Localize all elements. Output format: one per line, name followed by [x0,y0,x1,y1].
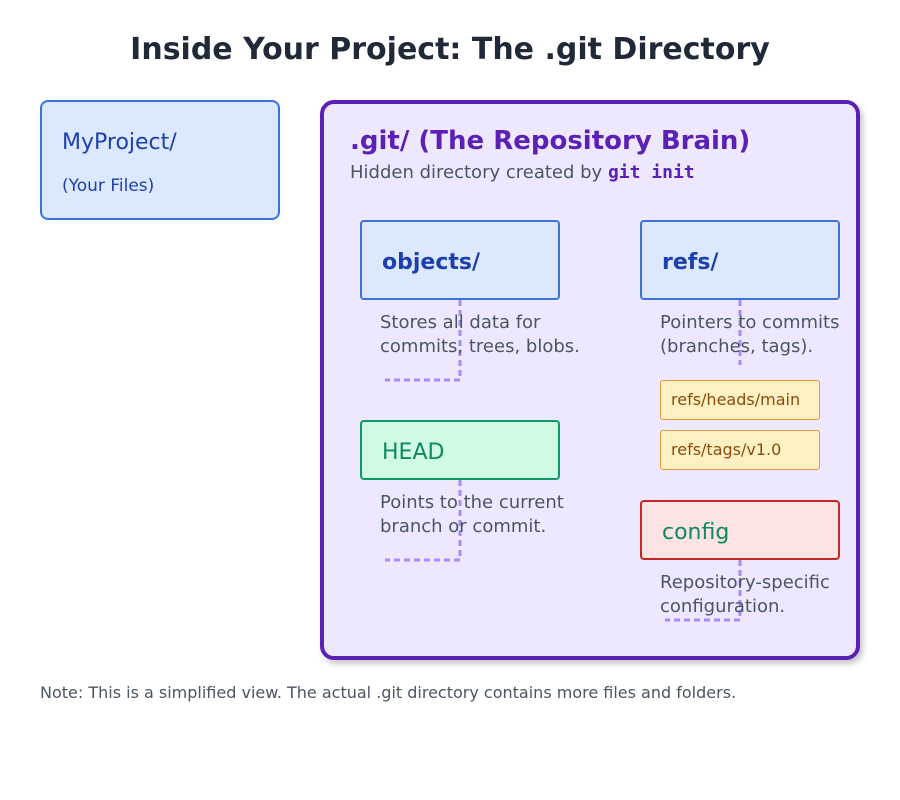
refs-folder-label: refs/ [662,250,719,275]
refs-folder-card: refs/ [640,220,840,300]
config-file-label: config [662,520,730,545]
refs-description-line2: (branches, tags). [660,336,814,357]
objects-folder-label: objects/ [382,250,481,275]
git-subtitle-text: Hidden directory created by [350,162,608,183]
head-description-line1: Points to the current [380,492,564,513]
objects-description-line1: Stores all data for [380,312,541,333]
head-description: Points to the current branch or commit. [380,491,600,539]
refs-description-line1: Pointers to commits [660,312,840,333]
refs-description: Pointers to commits (branches, tags). [660,311,880,359]
project-folder-box: MyProject/ (Your Files) [40,100,280,220]
config-description-line1: Repository-specific [660,572,830,593]
config-description: Repository-specific configuration. [660,571,880,619]
diagram-title: Inside Your Project: The .git Directory [130,32,770,67]
git-directory-title: .git/ (The Repository Brain) [350,126,751,156]
ref-heads-main: refs/heads/main [660,380,820,420]
git-directory-subtitle: Hidden directory created by git init [350,161,695,185]
ref-tags-v1: refs/tags/v1.0 [660,430,820,470]
footnote: Note: This is a simplified view. The act… [40,683,737,702]
objects-folder-card: objects/ [360,220,560,300]
project-folder-subtitle: (Your Files) [62,176,155,196]
git-init-command: git init [607,162,695,183]
config-file-card: config [640,500,840,560]
config-description-line2: configuration. [660,596,786,617]
objects-description: Stores all data for commits, trees, blob… [380,311,600,359]
head-file-card: HEAD [360,420,560,480]
objects-description-line2: commits, trees, blobs. [380,336,580,357]
project-folder-name: MyProject/ [62,130,177,155]
head-file-label: HEAD [382,440,445,465]
head-description-line2: branch or commit. [380,516,547,537]
